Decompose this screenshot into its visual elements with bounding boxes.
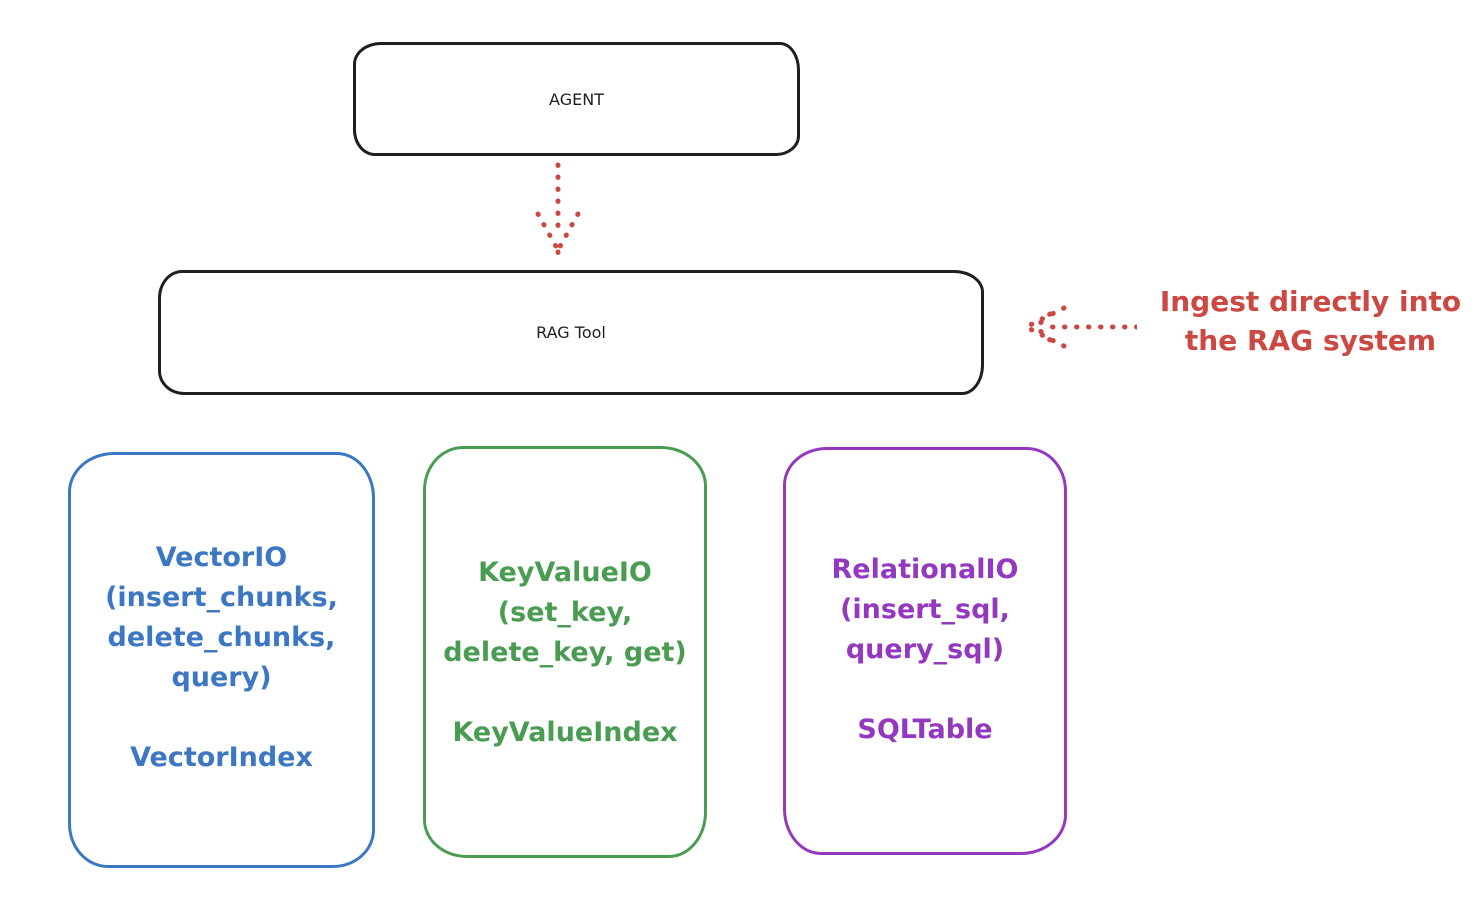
dotted-arrow-down-icon bbox=[535, 162, 581, 259]
io-box-line: (set_key, bbox=[497, 597, 633, 628]
io-box-line: (insert_sql, bbox=[840, 594, 1010, 625]
io-box-line: (insert_chunks, bbox=[105, 582, 338, 613]
rag-tool-box: RAG Tool bbox=[158, 270, 984, 395]
spacer bbox=[426, 673, 704, 713]
annotation-text: Ingest directly into the RAG system bbox=[1143, 282, 1478, 360]
io-box-line: query) bbox=[171, 662, 272, 693]
io-box-line: RelationalIO bbox=[831, 554, 1019, 585]
vector-io-box: VectorIO (insert_chunks, delete_chunks, … bbox=[68, 452, 375, 868]
dotted-arrow-left-icon bbox=[1023, 305, 1137, 349]
index-label: VectorIndex bbox=[130, 742, 313, 773]
agent-box: AGENT bbox=[353, 42, 800, 156]
relational-io-box: RelationalIO (insert_sql, query_sql) SQL… bbox=[783, 447, 1067, 855]
index-label: KeyValueIndex bbox=[452, 717, 678, 748]
agent-label: AGENT bbox=[549, 89, 604, 109]
keyvalue-io-box: KeyValueIO (set_key, delete_key, get) Ke… bbox=[423, 446, 707, 858]
io-box-line: KeyValueIO bbox=[478, 557, 652, 588]
io-box-line: delete_key, get) bbox=[443, 637, 687, 668]
spacer bbox=[786, 670, 1064, 710]
io-box-line: query_sql) bbox=[845, 634, 1005, 665]
annotation-line-2: the RAG system bbox=[1184, 324, 1437, 357]
index-label: SQLTable bbox=[857, 714, 993, 745]
rag-tool-label: RAG Tool bbox=[536, 323, 606, 342]
annotation-line-1: Ingest directly into bbox=[1159, 285, 1462, 318]
spacer bbox=[71, 698, 372, 738]
io-box-line: delete_chunks, bbox=[107, 622, 336, 653]
io-box-line: VectorIO bbox=[155, 542, 288, 573]
